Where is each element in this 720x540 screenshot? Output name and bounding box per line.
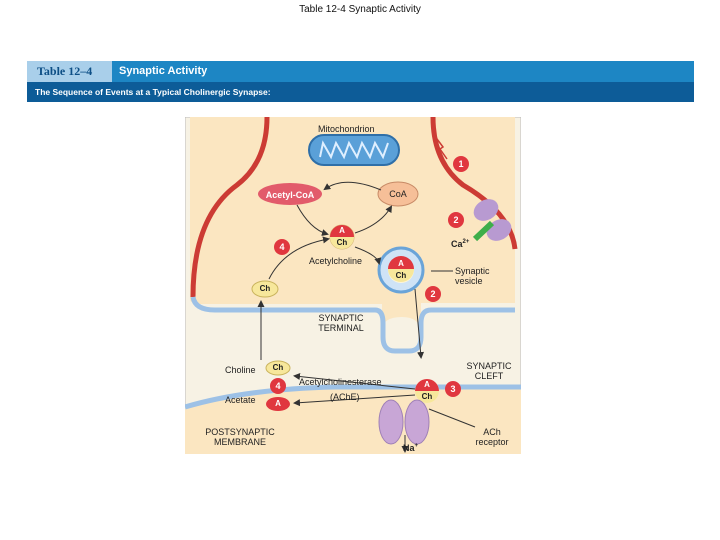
step-number-2a: 2 (453, 215, 459, 225)
choline-cleft-ch-label: Ch (272, 363, 284, 372)
table-banner: Table 12–4 Synaptic Activity (27, 61, 694, 82)
acetate-cleft-a-label: A (275, 399, 281, 408)
calcium-charge: 2+ (462, 239, 470, 245)
ach-receptor-right (404, 399, 430, 445)
ach-terminal-ch-label: Ch (336, 238, 348, 247)
terminal-bottom-membrane (190, 296, 515, 354)
table-title: Synaptic Activity (119, 65, 208, 77)
calcium-influx-arrow (472, 220, 495, 242)
acetylcholine-label: Acetylcholine (309, 256, 363, 266)
calcium-label: Ca2+ (451, 237, 469, 249)
acetyl-coa-molecule (258, 183, 322, 205)
ach-receptor-label: ACh receptor (475, 427, 509, 447)
table-number: Table 12–4 (27, 61, 112, 82)
sodium-label: Na+ (403, 441, 418, 453)
arrow-ach-to-vesicle (354, 246, 382, 265)
terminal-membrane-left (190, 117, 270, 298)
nerve-impulse-icon (436, 138, 448, 160)
arrow-breakdown-choline (293, 373, 416, 390)
synaptic-cleft-label: SYNAPTIC CLEFT (466, 361, 512, 381)
synaptic-terminal-label: SYNAPTIC TERMINAL (318, 313, 364, 333)
page-title: Table 12-4 Synaptic Activity (299, 4, 421, 15)
postsynaptic-membrane-label: POSTSYNAPTIC MEMBRANE (205, 427, 275, 447)
choline-terminal-ch-label: Ch (259, 284, 271, 293)
vesicle-ch-label: Ch (395, 271, 407, 280)
step-number-4b: 4 (275, 381, 281, 391)
mitochondrion-label: Mitochondrion (318, 124, 375, 134)
step-badge-2a (448, 212, 464, 228)
arrow-ach-to-coa (354, 205, 393, 234)
cleft-a-label: A (424, 380, 430, 389)
step-badge-4a (274, 239, 290, 255)
calcium-symbol: Ca (451, 239, 463, 249)
coa-label: CoA (389, 189, 407, 199)
table-subtitle: The Sequence of Events at a Typical Chol… (27, 82, 694, 102)
choline-terminal (251, 280, 279, 298)
step-number-4a: 4 (279, 242, 285, 252)
arrow-choline-to-ach (268, 236, 330, 280)
acetate-cleft (266, 397, 290, 411)
synapse-illustration (185, 117, 521, 454)
acetate-half-icon (330, 225, 354, 237)
cleft-acetate-icon (415, 379, 439, 391)
acetyl-coa-label: Acetyl-CoA (265, 190, 315, 200)
cleft-ch-label: Ch (421, 392, 433, 401)
sodium-charge: + (414, 443, 419, 449)
step-number-2b: 2 (430, 289, 436, 299)
acetylcholinesterase-label: Acetylcholinesterase (299, 377, 382, 387)
choline-label: Choline (225, 365, 256, 375)
step-badge-3 (445, 381, 461, 397)
sodium-symbol: Na (403, 443, 415, 453)
step-badge-2b (425, 286, 441, 302)
mitochondrion-cristae (319, 140, 389, 160)
step-number-1: 1 (458, 159, 464, 169)
calcium-channel-upper (473, 199, 499, 221)
cleft-choline-icon (415, 391, 439, 403)
step-badge-4b (270, 378, 286, 394)
ache-label: (AChE) (330, 392, 360, 402)
choline-cleft (265, 360, 291, 376)
postsynaptic-membrane (185, 384, 521, 410)
receptor-leader-line (428, 408, 476, 428)
ach-terminal-a-label: A (339, 226, 345, 235)
choline-half-icon (330, 237, 354, 249)
acetate-label: Acetate (225, 395, 256, 405)
step-badge-1 (453, 156, 469, 172)
ach-receptor-left (378, 399, 404, 445)
terminal-cytoplasm (190, 117, 515, 331)
step-number-3: 3 (450, 384, 456, 394)
vesicle-choline-icon (388, 269, 414, 282)
arrow-breakdown-acetate (293, 394, 416, 407)
synaptic-vesicle-label: Synaptic vesicle (455, 266, 490, 286)
cholinergic-synapse-diagram: 1 2 2 3 4 4 Acetyl-CoA CoA A Ch A Ch Ch … (185, 117, 521, 454)
coa-molecule (377, 181, 419, 207)
vesicle-a-label: A (398, 259, 404, 268)
arrow-acetylcoa-to-ach (296, 204, 329, 236)
arrow-vesicle-to-cleft (414, 288, 425, 359)
vesicle-acetate-icon (388, 256, 414, 269)
arrow-coa-to-acetylcoa (323, 181, 382, 191)
